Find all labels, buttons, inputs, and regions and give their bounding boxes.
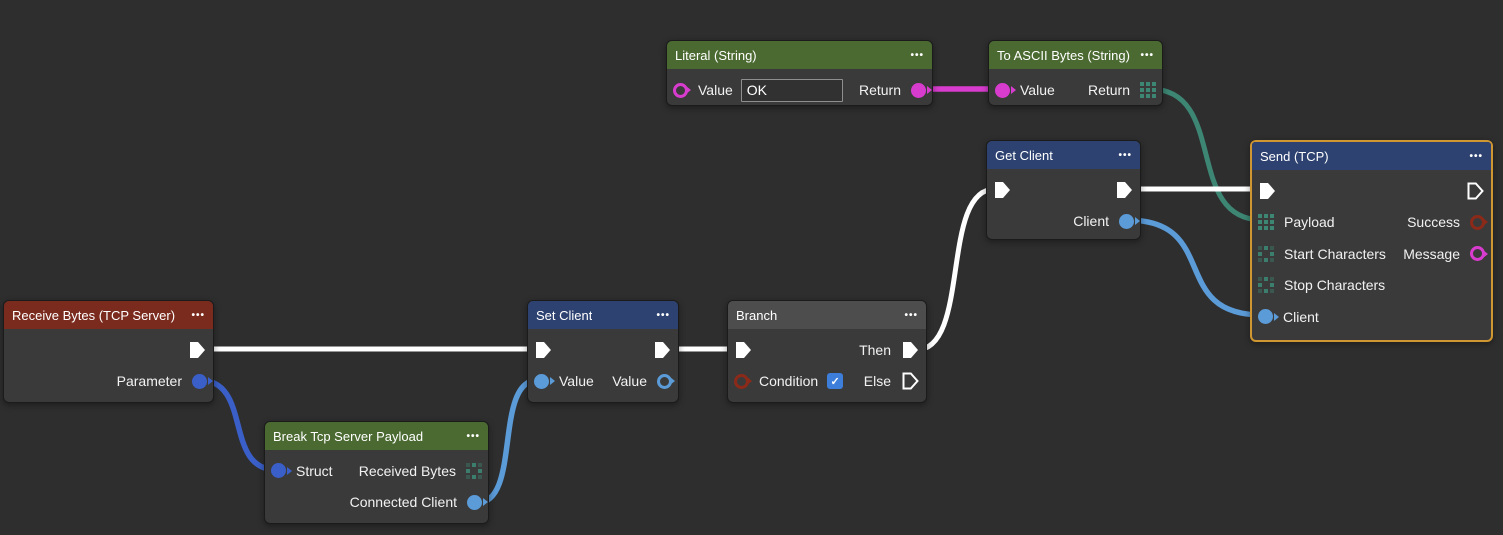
- pin-label: Client: [1073, 213, 1109, 230]
- node-title: Branch: [736, 307, 778, 323]
- exec-then-pin[interactable]: [901, 340, 920, 360]
- pin-label: Else: [863, 373, 891, 390]
- pin-condition-input[interactable]: [734, 373, 749, 389]
- node-header[interactable]: Get Client •••: [987, 141, 1140, 169]
- pin-label: Payload: [1284, 214, 1335, 231]
- wire-getclient-client-to-send-client[interactable]: [1124, 217, 1265, 318]
- array-pin-return-output[interactable]: [1140, 82, 1156, 98]
- node-header[interactable]: Send (TCP) •••: [1252, 142, 1491, 170]
- node-header[interactable]: Literal (String) •••: [667, 41, 932, 69]
- pin-label: Struct: [296, 462, 333, 479]
- node-header[interactable]: Break Tcp Server Payload •••: [265, 422, 488, 450]
- exec-out-pin[interactable]: [653, 340, 672, 360]
- node-menu-icon[interactable]: •••: [656, 309, 670, 321]
- node-to-ascii-bytes[interactable]: To ASCII Bytes (String) ••• Value Return: [988, 40, 1163, 106]
- pin-success-output[interactable]: [1470, 214, 1485, 230]
- exec-out-pin[interactable]: [1466, 181, 1485, 201]
- node-menu-icon[interactable]: •••: [910, 49, 924, 61]
- exec-else-pin[interactable]: [901, 371, 920, 391]
- array-pin-start-characters-input[interactable]: [1258, 245, 1274, 262]
- node-header[interactable]: Set Client •••: [528, 301, 678, 329]
- exec-in-pin[interactable]: [534, 340, 553, 360]
- node-menu-icon[interactable]: •••: [1469, 150, 1483, 162]
- pin-client-input[interactable]: [1258, 309, 1273, 325]
- wire-branch-then-to-getclient-exec[interactable]: [913, 186, 998, 353]
- node-title: To ASCII Bytes (String): [997, 47, 1130, 63]
- node-send-tcp[interactable]: Send (TCP) ••• Payload Success Start C: [1250, 140, 1493, 342]
- node-branch[interactable]: Branch ••• Then Condition ✓ Else: [727, 300, 927, 403]
- node-header[interactable]: To ASCII Bytes (String) •••: [989, 41, 1162, 69]
- pin-label: Return: [858, 82, 901, 98]
- array-pin-payload-input[interactable]: [1258, 214, 1274, 231]
- node-menu-icon[interactable]: •••: [1118, 149, 1132, 161]
- condition-checkbox[interactable]: ✓: [827, 373, 844, 390]
- exec-in-pin[interactable]: [734, 340, 753, 360]
- node-title: Literal (String): [675, 47, 757, 63]
- wire-break-client-to-setclient-value[interactable]: [474, 377, 541, 506]
- exec-out-pin[interactable]: [188, 340, 207, 360]
- exec-in-pin[interactable]: [993, 180, 1012, 200]
- wire-receive-param-to-break-struct[interactable]: [196, 377, 280, 473]
- wire-ascii-return-to-send-payload[interactable]: [1147, 86, 1265, 223]
- pin-parameter-output[interactable]: [192, 373, 207, 389]
- node-get-client[interactable]: Get Client ••• Client: [986, 140, 1141, 240]
- pin-label: Success: [1407, 214, 1460, 231]
- array-pin-stop-characters-input[interactable]: [1258, 277, 1274, 294]
- pin-label: Stop Characters: [1284, 277, 1386, 294]
- pin-return-output[interactable]: [911, 82, 926, 98]
- pin-label: Client: [1283, 308, 1319, 325]
- pin-connected-client-output[interactable]: [467, 494, 482, 510]
- exec-in-pin[interactable]: [1258, 181, 1277, 201]
- node-set-client[interactable]: Set Client ••• Value Value: [527, 300, 679, 403]
- exec-out-pin[interactable]: [1115, 180, 1134, 200]
- pin-label: Received Bytes: [358, 462, 456, 479]
- pin-label: Start Characters: [1284, 245, 1386, 262]
- pin-struct-input[interactable]: [271, 463, 286, 479]
- node-menu-icon[interactable]: •••: [1140, 49, 1154, 61]
- pin-value-input[interactable]: [534, 373, 549, 389]
- node-title: Break Tcp Server Payload: [273, 428, 424, 444]
- node-header[interactable]: Receive Bytes (TCP Server) •••: [4, 301, 213, 329]
- pin-value-input[interactable]: [673, 82, 688, 98]
- node-break-tcp-server-payload[interactable]: Break Tcp Server Payload ••• Struct Rece…: [264, 421, 489, 524]
- pin-value-input[interactable]: [995, 82, 1010, 98]
- pin-label: Value: [612, 373, 647, 390]
- node-title: Get Client: [995, 147, 1053, 163]
- node-literal-string[interactable]: Literal (String) ••• Value Return: [666, 40, 933, 106]
- pin-label: Parameter: [116, 373, 182, 390]
- pin-label: Return: [1087, 82, 1130, 98]
- array-pin-received-bytes-output[interactable]: [466, 462, 482, 479]
- pin-label: Connected Client: [349, 494, 457, 511]
- node-menu-icon[interactable]: •••: [466, 430, 480, 442]
- node-title: Receive Bytes (TCP Server): [12, 307, 176, 323]
- pin-value-output[interactable]: [657, 373, 672, 389]
- node-menu-icon[interactable]: •••: [191, 309, 205, 321]
- node-title: Send (TCP): [1260, 148, 1329, 164]
- node-receive-bytes-tcp-server[interactable]: Receive Bytes (TCP Server) ••• Parameter: [3, 300, 214, 403]
- node-title: Set Client: [536, 307, 593, 323]
- pin-label: Value: [1020, 82, 1055, 98]
- pin-message-output[interactable]: [1470, 246, 1485, 262]
- pin-label: Message: [1403, 245, 1460, 262]
- node-menu-icon[interactable]: •••: [904, 309, 918, 321]
- pin-label: Value: [559, 373, 594, 390]
- node-header[interactable]: Branch •••: [728, 301, 926, 329]
- pin-label: Condition: [759, 373, 819, 390]
- pin-label: Then: [859, 341, 891, 358]
- pin-client-output[interactable]: [1119, 213, 1134, 229]
- pin-label: Value: [698, 82, 733, 98]
- literal-value-input[interactable]: [740, 78, 843, 102]
- check-icon: ✓: [830, 375, 840, 388]
